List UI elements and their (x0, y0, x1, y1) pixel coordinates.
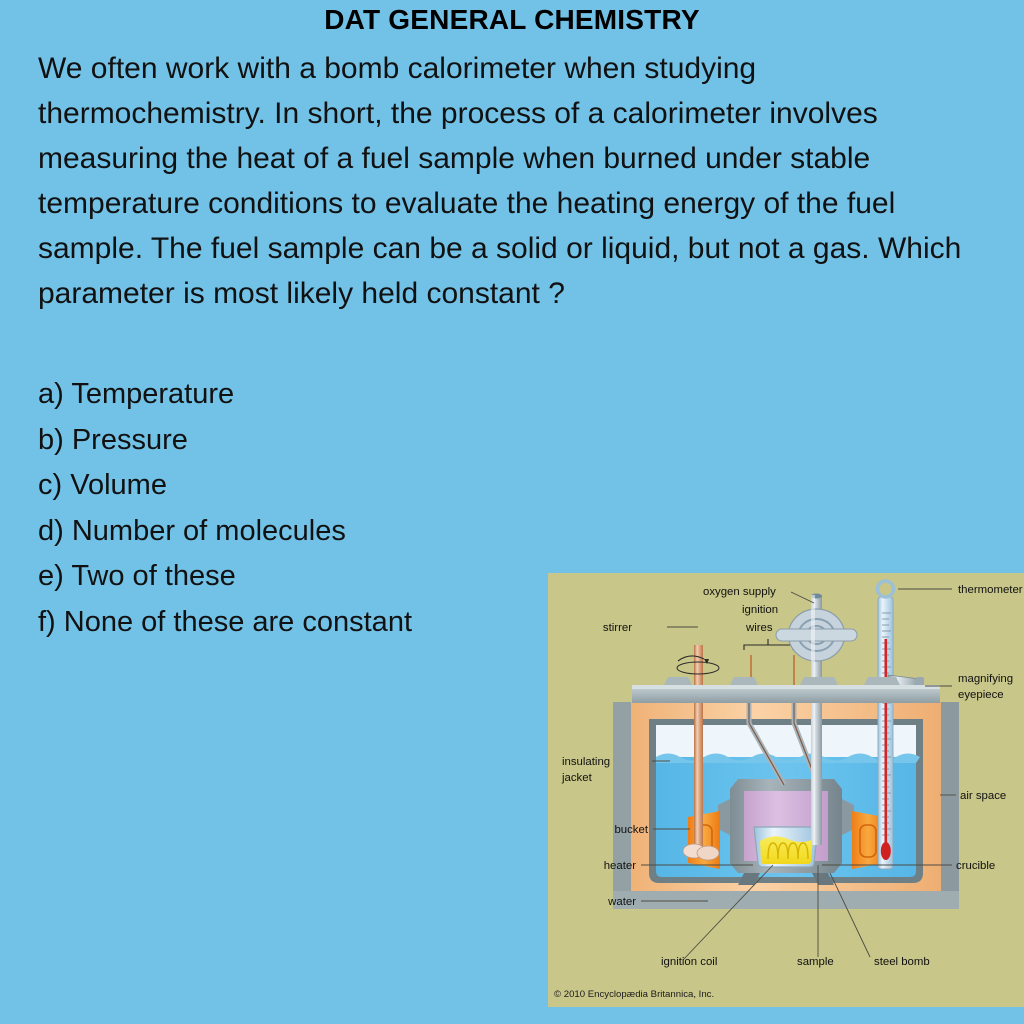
label-steel-bomb: steel bomb (874, 956, 930, 968)
label-stirrer: stirrer (603, 622, 632, 634)
answer-choices-list: a) Temperature b) Pressure c) Volume d) … (38, 372, 598, 645)
label-heater: heater (604, 860, 637, 872)
ignition-coil-shape (767, 842, 809, 860)
label-water: water (607, 896, 636, 908)
oxygen-supply-shape (775, 593, 858, 845)
label-thermometer: thermometer (958, 584, 1023, 596)
label-ignition-wires-line1: ignition (742, 604, 778, 616)
label-sample: sample (797, 956, 834, 968)
answer-choice-d[interactable]: d) Number of molecules (38, 514, 346, 547)
label-ignition-coil: ignition coil (661, 956, 717, 968)
label-insulating-jacket-line1: insulating (562, 756, 610, 768)
bomb-calorimeter-diagram: oxygen supply ignition wires stirrer the… (548, 573, 1024, 1007)
label-oxygen-supply: oxygen supply (703, 586, 776, 598)
label-crucible: crucible (956, 860, 995, 872)
stirrer-shape (676, 645, 720, 861)
figure-credit: © 2010 Encyclopædia Britannica, Inc. (554, 989, 714, 1000)
page-title: DAT GENERAL CHEMISTRY (324, 4, 700, 35)
label-bucket: bucket (614, 824, 648, 836)
label-magnifying-eyepiece-line2: eyepiece (958, 689, 1004, 701)
label-air-space: air space (960, 790, 1006, 802)
answer-choice-a[interactable]: a) Temperature (38, 378, 235, 410)
calorimeter-lid-shape (632, 677, 940, 703)
label-ignition-wires-line2: wires (745, 622, 773, 634)
crucible-shape (753, 826, 819, 868)
answer-choice-b[interactable]: b) Pressure (38, 423, 188, 456)
leader-lines (641, 588, 956, 961)
thermometer-ring-icon (875, 579, 896, 599)
question-stem: We often work with a bomb calorimeter wh… (38, 52, 962, 310)
label-magnifying-eyepiece-line1: magnifying (958, 673, 1013, 685)
label-insulating-jacket-line2: jacket (561, 772, 593, 784)
answer-choice-f[interactable]: f) None of these are constant (38, 605, 412, 638)
answer-choice-c[interactable]: c) Volume (38, 469, 167, 501)
answer-choice-e[interactable]: e) Two of these (38, 560, 236, 592)
